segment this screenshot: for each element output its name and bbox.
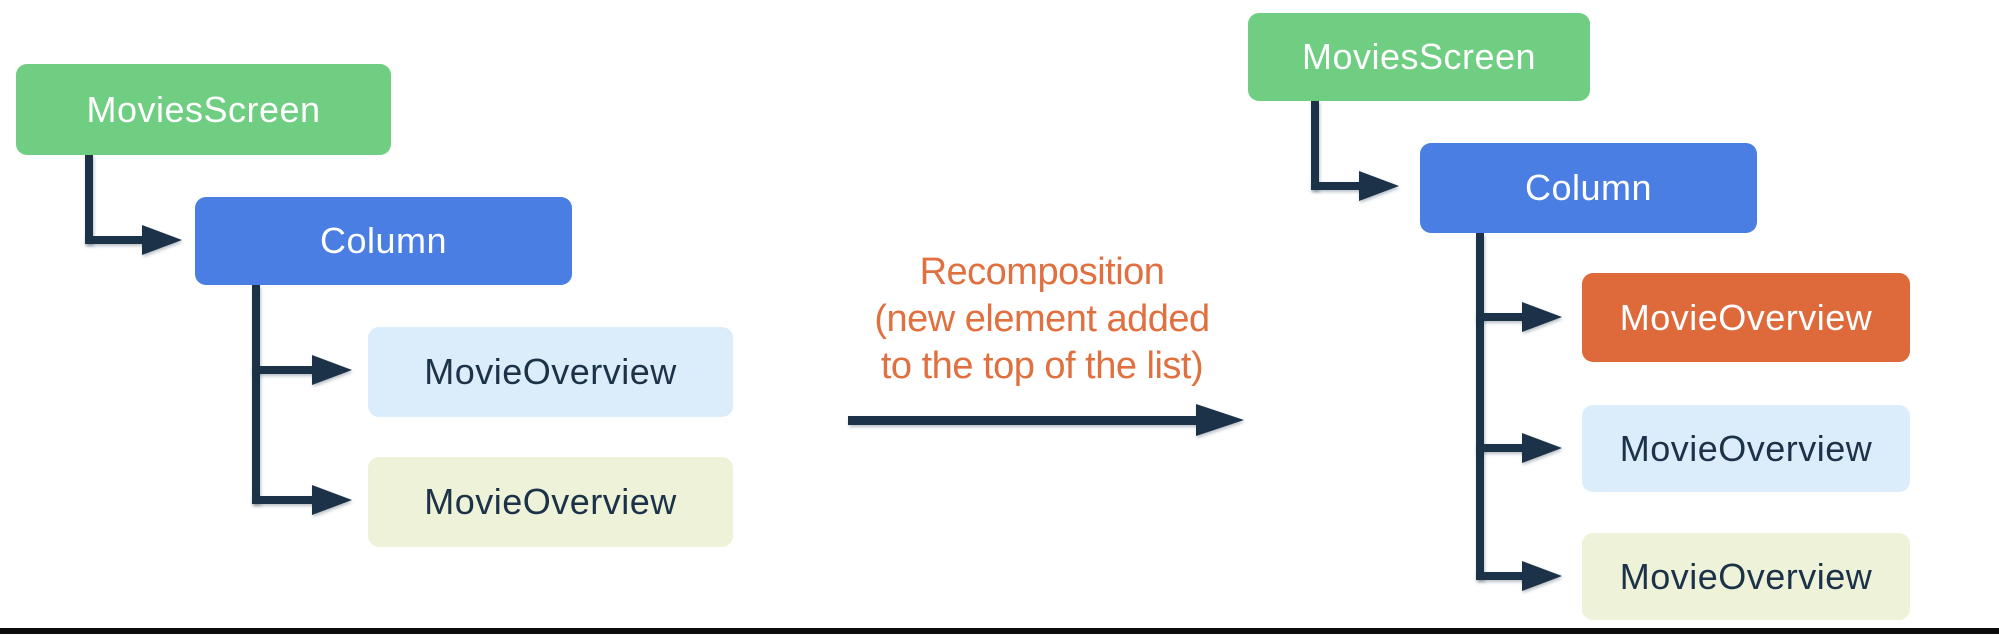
node-label: MovieOverview <box>1619 296 1873 338</box>
recomposition-arrowhead-icon <box>1196 404 1244 436</box>
node-moviesscreen-left: MoviesScreen <box>16 64 391 155</box>
node-label: Column <box>319 220 448 261</box>
node-label: MovieOverview <box>424 351 677 392</box>
connector-line-horizontal <box>1476 444 1524 452</box>
connector-line-horizontal <box>252 496 314 504</box>
connector-line-horizontal <box>252 366 314 374</box>
node-label: Column <box>1524 167 1653 208</box>
node-movieoverview-right-3: MovieOverview <box>1582 533 1910 620</box>
node-movieoverview-left-2: MovieOverview <box>368 457 733 547</box>
arrowhead-icon <box>1522 433 1562 463</box>
connector-line-horizontal <box>1476 572 1524 580</box>
node-label: MovieOverview <box>424 481 677 522</box>
node-label: MovieOverview <box>1619 427 1873 469</box>
connector-line-horizontal <box>1476 313 1524 321</box>
arrowhead-icon <box>312 485 352 515</box>
connector-line-vertical <box>252 285 260 504</box>
node-moviesscreen-right: MoviesScreen <box>1248 13 1590 101</box>
connector-line-horizontal <box>1311 182 1361 190</box>
node-column-left: Column <box>195 197 572 285</box>
node-label: MovieOverview <box>1619 555 1873 597</box>
node-label: MoviesScreen <box>86 88 321 130</box>
connector-line-horizontal <box>85 236 143 244</box>
recomposition-annotation: Recomposition (new element added to the … <box>842 249 1242 390</box>
arrowhead-icon <box>1522 302 1562 332</box>
bottom-border-bar <box>0 628 1999 634</box>
arrowhead-icon <box>312 355 352 385</box>
node-label: MoviesScreen <box>1301 36 1537 77</box>
annotation-line: Recomposition <box>919 251 1165 293</box>
node-movieoverview-right-new: MovieOverview <box>1582 273 1910 362</box>
node-movieoverview-right-2: MovieOverview <box>1582 405 1910 492</box>
connector-line-vertical <box>1311 101 1319 190</box>
connector-line-vertical <box>85 155 93 244</box>
annotation-line: (new element added <box>874 298 1210 340</box>
node-movieoverview-left-1: MovieOverview <box>368 327 733 417</box>
node-column-right: Column <box>1420 143 1757 233</box>
arrowhead-icon <box>1522 561 1562 591</box>
connector-line-vertical <box>1476 233 1484 580</box>
annotation-line: to the top of the list) <box>880 345 1204 387</box>
arrowhead-icon <box>142 225 182 255</box>
recomposition-arrow-line <box>848 416 1198 425</box>
arrowhead-icon <box>1359 171 1399 201</box>
